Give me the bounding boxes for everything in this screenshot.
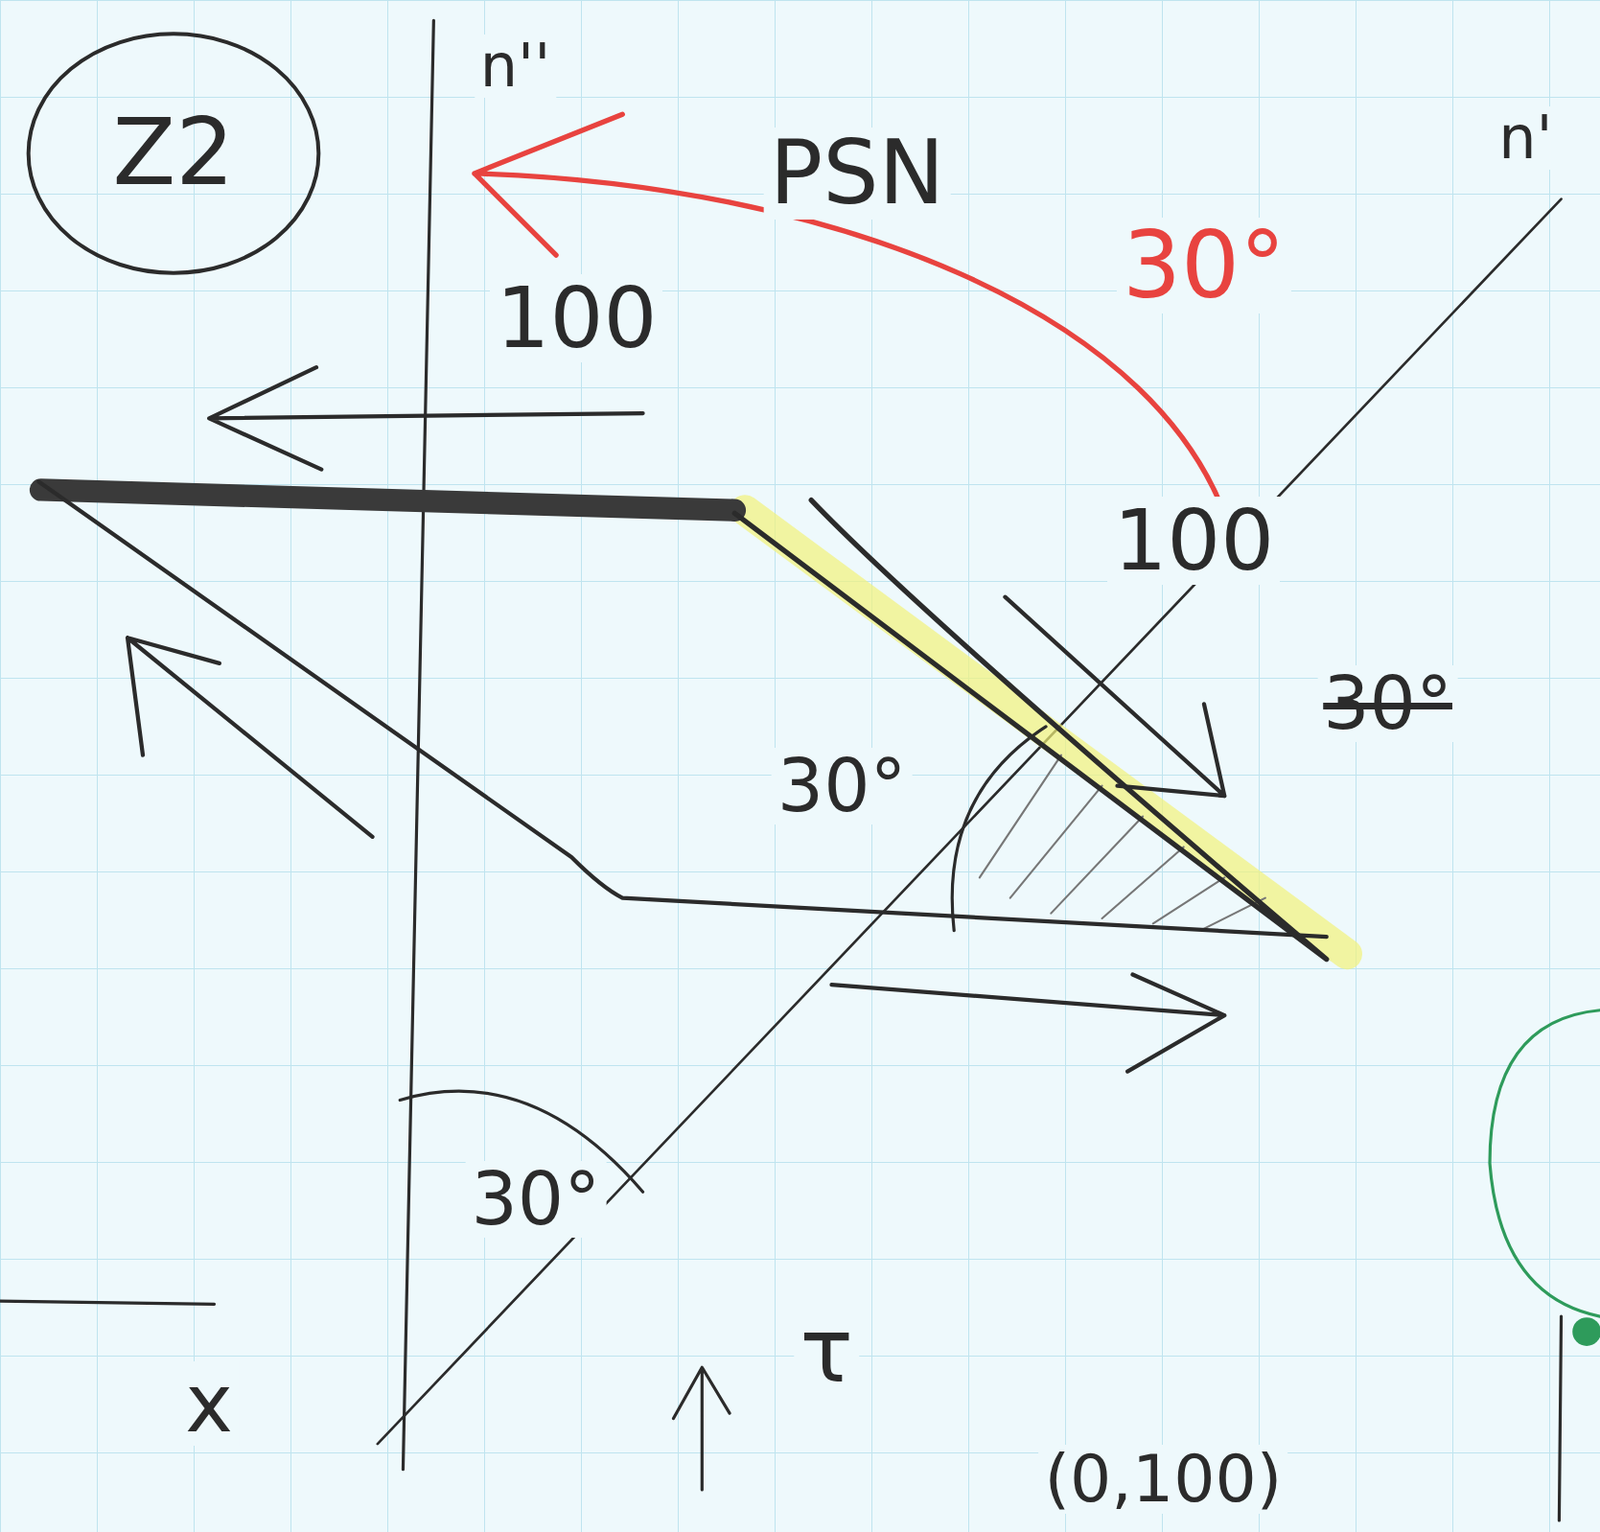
- point: [1572, 1317, 1600, 1346]
- n2-axis: [402, 20, 434, 1469]
- shear-arrow: [127, 637, 372, 837]
- circled-problem-number: Z2: [25, 30, 323, 276]
- stress-arrow: [1004, 597, 1225, 797]
- sketch-label: 30°: [771, 747, 913, 825]
- shear-arrow: [208, 367, 643, 469]
- node-text: Z2: [113, 107, 235, 200]
- sketch-label: PSN: [764, 127, 951, 220]
- x-line: [0, 1300, 215, 1304]
- sketch-label: 100: [489, 274, 663, 363]
- element-outline: [38, 481, 1326, 937]
- angle-arc: [951, 726, 1046, 931]
- sketch-label: x: [179, 1361, 239, 1446]
- rotation-arrow: [474, 114, 1235, 546]
- n1-axis: [377, 199, 1562, 1445]
- tau-axis: [673, 1367, 731, 1490]
- shear-arrow: [831, 974, 1225, 1072]
- sketch-label: n': [1492, 106, 1558, 170]
- sketch-label: (0,100): [1039, 1444, 1289, 1514]
- circle-outline: [28, 33, 320, 273]
- mohr-circle: [1489, 1010, 1600, 1317]
- sketch-label: τ: [793, 1305, 858, 1398]
- sketch-label: 30°: [1116, 217, 1292, 314]
- sketch-label: 30°: [1317, 665, 1459, 743]
- sketch-label: n'': [474, 34, 557, 98]
- axis-line: [1558, 1316, 1561, 1521]
- sketch-label: 100: [1107, 496, 1280, 585]
- sketch-label: 30°: [464, 1160, 606, 1238]
- top-face: [41, 489, 736, 511]
